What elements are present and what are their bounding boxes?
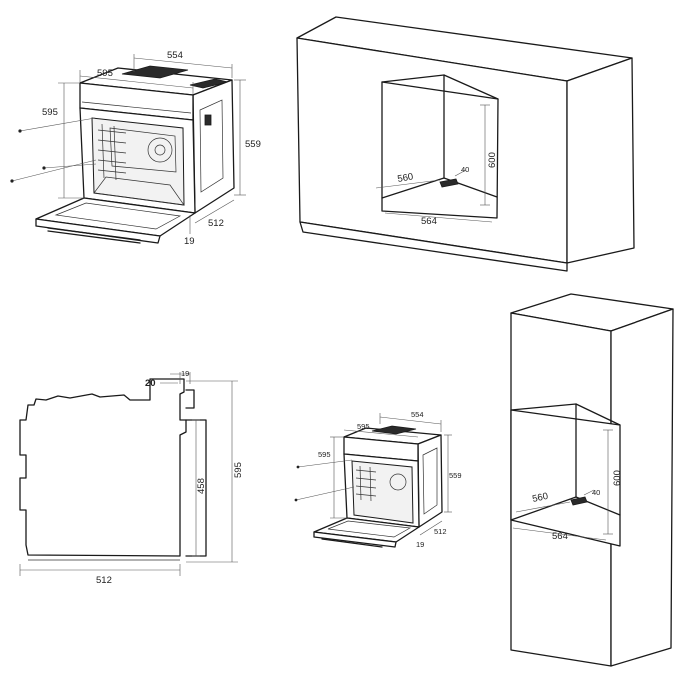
dim-door-thickness: 19 <box>181 369 189 378</box>
dim-depth: 512 <box>208 218 224 229</box>
dim-small-depth: 512 <box>434 527 447 536</box>
dim-opening-depth: 560 <box>397 171 415 185</box>
oven-large-door-edge <box>35 218 161 244</box>
side-view: 20 19 458 595 512 <box>19 369 244 586</box>
dim-tall-opening-width: 564 <box>552 531 568 542</box>
dim-small-width: 554 <box>411 410 424 419</box>
oven-large-side <box>192 79 235 214</box>
dim-tall-opening-depth: 560 <box>531 491 549 505</box>
oven-large-door-handle <box>47 227 141 241</box>
dim-height: 595 <box>42 107 58 118</box>
cabinet-under-plinth <box>299 221 568 272</box>
cabinet-tall: 560 40 600 564 <box>510 293 674 667</box>
dim-opening-height: 600 <box>487 152 498 168</box>
oven-large-side-slot <box>204 114 212 126</box>
cabinet-tall-side <box>610 308 674 667</box>
dim-width: 554 <box>167 50 183 61</box>
cabinet-under-side <box>566 57 635 264</box>
cabinet-tall-vent <box>570 496 588 506</box>
side-view-knob <box>185 389 195 409</box>
oven-small-door-handle <box>321 538 383 548</box>
dim-front-height: 458 <box>196 478 207 494</box>
oven-small-top-vent <box>371 425 417 435</box>
dim-small-front-width: 595 <box>357 422 370 431</box>
cabinet-tall-opening <box>510 409 621 547</box>
dim-opening-width: 564 <box>421 216 437 227</box>
dim-top-offset: 20 <box>145 378 156 389</box>
dim-side-depth: 512 <box>96 575 112 586</box>
dim-small-door: 19 <box>416 540 424 549</box>
dim-front-width: 595 <box>97 68 113 79</box>
oven-small-side <box>417 434 443 528</box>
oven-large: 554 595 595 559 512 19 <box>10 50 261 247</box>
cabinet-under-opening <box>381 81 499 219</box>
oven-small-cavity <box>351 460 414 524</box>
dim-depth-side: 559 <box>245 139 261 150</box>
dim-small-height: 595 <box>318 450 331 459</box>
cabinet-under-vent <box>439 178 459 188</box>
oven-small: 554 595 595 559 512 19 <box>294 410 462 549</box>
dim-total-height: 595 <box>233 462 244 478</box>
side-view-body <box>19 378 187 557</box>
cabinet-under: 560 40 600 564 <box>296 16 635 272</box>
oven-small-door-edge <box>313 531 397 548</box>
dim-tall-opening-height: 600 <box>612 470 623 486</box>
dim-small-depth-side: 559 <box>449 471 462 480</box>
oven-large-top-vent <box>121 65 189 79</box>
dim-door: 19 <box>184 236 195 247</box>
dim-gap: 40 <box>461 165 469 174</box>
dim-tall-gap: 40 <box>592 488 600 497</box>
